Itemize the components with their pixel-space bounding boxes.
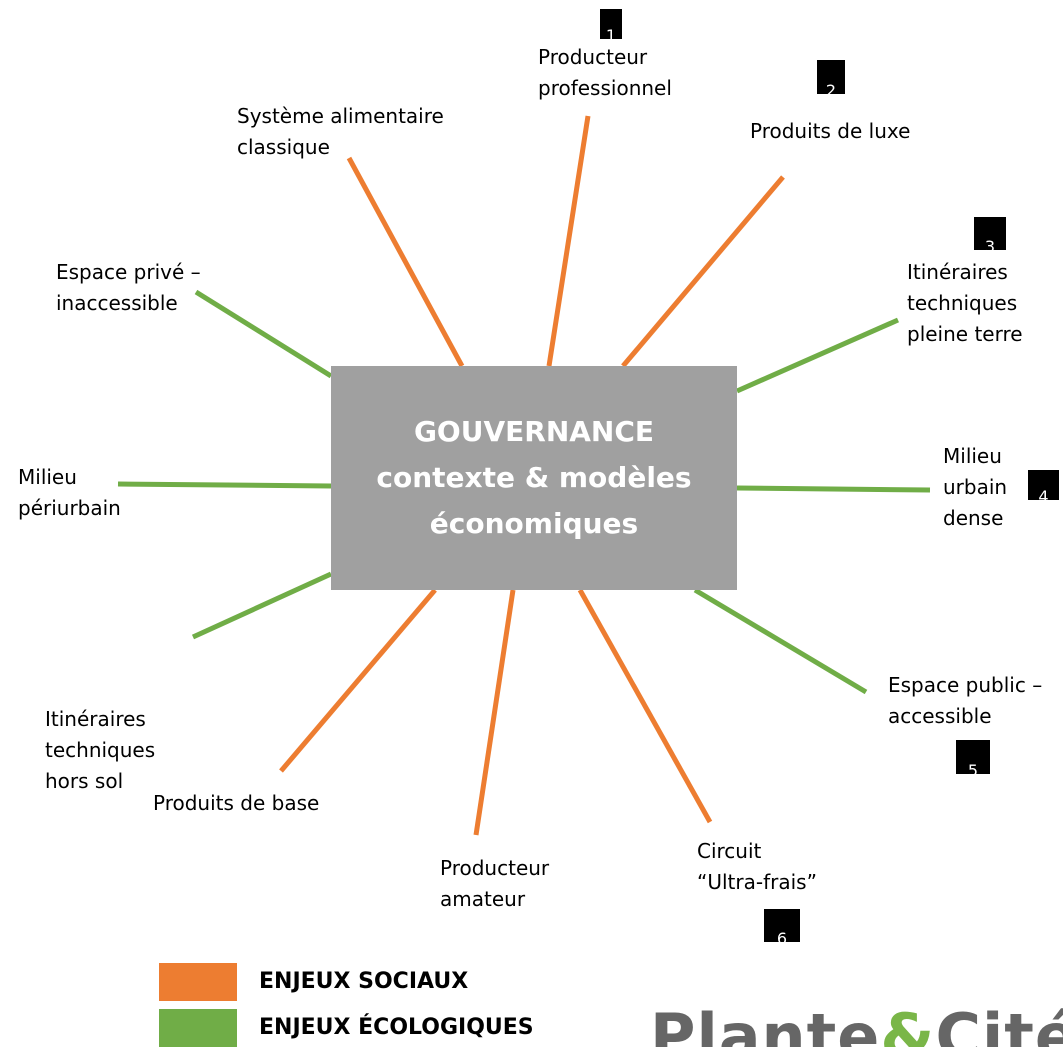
spoke-produits-de-base bbox=[279, 588, 437, 773]
center-box: GOUVERNANCE contexte & modèles économiqu… bbox=[331, 366, 737, 590]
label-itineraires-pleine-terre: Itinéraires techniques pleine terre bbox=[907, 260, 1023, 346]
spoke-systeme-alimentaire-classique bbox=[346, 156, 465, 368]
label-systeme-alimentaire-classique: Système alimentaire classique bbox=[237, 104, 444, 159]
label-producteur-amateur: Producteur amateur bbox=[440, 856, 550, 911]
number-badge-3: 3 bbox=[974, 217, 1006, 250]
spoke-milieu-urbain-dense bbox=[736, 485, 931, 493]
spoke-circuit-ultra-frais bbox=[577, 588, 713, 824]
spoke-itineraires-pleine-terre bbox=[735, 317, 900, 394]
number-badge-5: 5 bbox=[956, 740, 990, 774]
spoke-producteur-professionnel bbox=[546, 115, 591, 367]
label-produits-de-base: Produits de base bbox=[153, 791, 320, 815]
label-producteur-professionnel: Producteur professionnel bbox=[538, 45, 672, 100]
spoke-itineraires-hors-sol bbox=[191, 571, 333, 640]
number-badge-2: 2 bbox=[817, 60, 845, 94]
label-espace-public-accessible: Espace public – accessible bbox=[888, 673, 1043, 728]
center-title-line3: économiques bbox=[429, 507, 639, 540]
plante-et-cite-logo: Plante&Cité bbox=[650, 1000, 1063, 1047]
label-itineraires-hors-sol: Itinéraires techniques hors sol bbox=[45, 707, 156, 793]
legend-label-ecological: ENJEUX ÉCOLOGIQUES bbox=[259, 1015, 534, 1040]
spoke-espace-prive-inaccessible bbox=[194, 289, 333, 379]
label-milieu-periurbain: Milieu périurbain bbox=[18, 465, 121, 520]
center-title-line2: contexte & modèles bbox=[376, 461, 692, 494]
legend-swatch-social bbox=[159, 963, 237, 1001]
label-milieu-urbain-dense: Milieu urbain dense bbox=[943, 444, 1008, 530]
spoke-produits-de-luxe bbox=[621, 175, 785, 368]
number-badge-4: 4 bbox=[1028, 470, 1059, 500]
spoke-producteur-amateur bbox=[473, 589, 516, 836]
label-produits-de-luxe: Produits de luxe bbox=[750, 119, 911, 143]
center-title-line1: GOUVERNANCE bbox=[413, 415, 655, 448]
spoke-espace-public-accessible bbox=[693, 587, 868, 695]
number-badge-6: 6 bbox=[764, 909, 800, 942]
label-circuit-ultra-frais: Circuit “Ultra-frais” bbox=[697, 839, 817, 894]
legend-swatch-ecological bbox=[159, 1009, 237, 1047]
legend-label-social: ENJEUX SOCIAUX bbox=[259, 969, 469, 994]
label-espace-prive-inaccessible: Espace privé – inaccessible bbox=[56, 260, 201, 315]
number-badge-1: 1 bbox=[600, 9, 622, 39]
spoke-milieu-periurbain bbox=[117, 481, 332, 489]
